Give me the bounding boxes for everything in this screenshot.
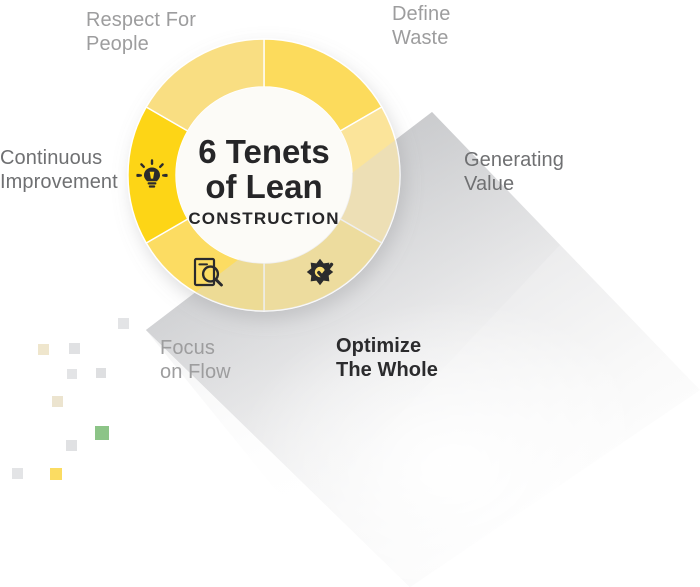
tenet-label-define-waste: Define Waste (392, 3, 451, 50)
decorative-square (52, 396, 63, 407)
decorative-square (38, 344, 49, 355)
center-title-line1: 6 Tenets (198, 133, 329, 170)
decorative-square (67, 369, 77, 379)
center-title-line2: of Lean (205, 168, 322, 205)
center-subtitle: CONSTRUCTION (188, 209, 339, 228)
tenet-icons (136, 159, 334, 287)
decorative-square (69, 343, 80, 354)
tenet-label-generating-value: Generating Value (464, 149, 564, 196)
document-search-icon (193, 257, 223, 287)
gear-check-icon (306, 258, 334, 286)
decorative-square (118, 318, 129, 329)
decorative-square (66, 440, 77, 451)
lightbulb-icon (136, 159, 168, 188)
tenet-label-optimize-the-whole: Optimize The Whole (336, 335, 439, 382)
decorative-square (50, 468, 62, 480)
tenet-label-continuous-improvement: Continuous Improvement (0, 147, 118, 194)
decorative-square (12, 468, 23, 479)
tenet-label-focus-on-flow: Focus on Flow (160, 337, 231, 384)
tenet-label-respect-for-people: Respect For People (86, 9, 197, 56)
decorative-square (96, 368, 106, 378)
donut-inner-circle (176, 87, 352, 263)
decorative-square (95, 426, 109, 440)
